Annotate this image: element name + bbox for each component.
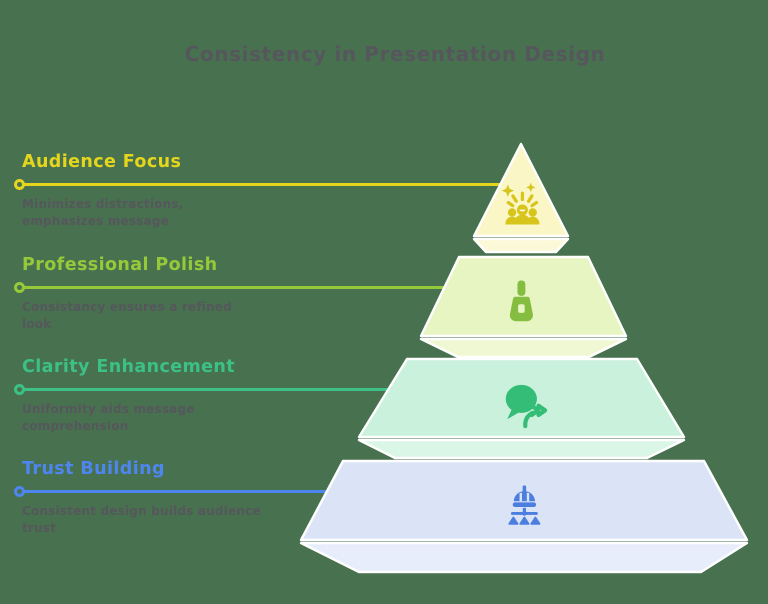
pyramid-level-1-bevel	[472, 237, 570, 254]
level-1-description: Minimizes distractions, emphasizes messa…	[22, 197, 184, 228]
level-1-donut-endpoint	[14, 179, 25, 190]
level-1-connector-line	[24, 183, 501, 186]
hierarchy-dome-icon	[508, 485, 541, 525]
pyramid-level-4	[299, 459, 749, 574]
level-4-connector-line	[24, 490, 328, 493]
level-4-donut-endpoint	[14, 486, 25, 497]
level-1-heading: Audience Focus	[22, 152, 182, 172]
pyramid-level-2-face	[419, 255, 628, 338]
level-3-heading: Clarity Enhancement	[22, 357, 236, 377]
pyramid-level-2	[419, 255, 628, 359]
level-3-donut-endpoint	[14, 384, 25, 395]
pyramid-level-3	[357, 357, 686, 460]
level-2-description: Consistancy ensures a refined look	[22, 300, 232, 331]
level-4-description: Consistent design builds audience trust	[22, 504, 261, 535]
pyramid-level-3-bevel	[357, 438, 686, 460]
level-2-heading: Professional Polish	[22, 255, 218, 275]
level-3-description: Uniformity aids message comprehension	[22, 402, 195, 433]
pyramid-level-1-face	[472, 142, 570, 238]
polish-bottle-icon	[509, 280, 533, 322]
level-2-connector-line	[24, 286, 445, 289]
level-4-heading: Trust Building	[22, 459, 165, 479]
level-3-connector-line	[24, 388, 389, 391]
audience-sparkle-icon	[501, 182, 540, 225]
speech-arrow-icon	[505, 384, 548, 429]
level-2-donut-endpoint	[14, 282, 25, 293]
page-title: Consistency in Presentation Design	[184, 42, 606, 66]
pyramid-level-4-bevel	[299, 541, 749, 574]
pyramid-level-1	[472, 142, 570, 254]
pyramid-level-2-bevel	[419, 337, 628, 359]
